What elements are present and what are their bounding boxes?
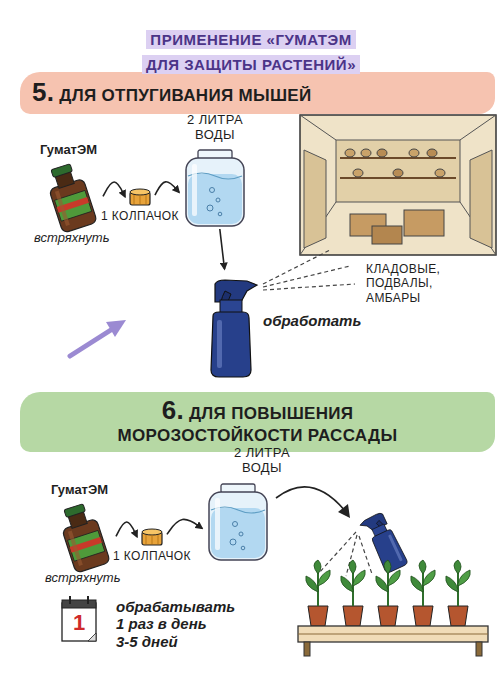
spray-lines [263,250,355,290]
item-label: обработать [263,312,373,329]
cellar-picture [300,115,496,255]
arrow-head [338,504,350,518]
spray-lines [318,532,372,576]
place-label: КЛАДОВЫЕ, ПОДВАЛЫ, АМБАРЫ [366,262,476,305]
cap-item: 1 КОЛПАЧОК [140,528,164,546]
item-label: обрабатывать 1 раз в день 3-5 дней [116,598,220,650]
jar-picture [209,484,267,560]
flow-arrow [116,522,137,537]
pointer-arrow [70,320,126,356]
item-label: 1 КОЛПАЧОК [112,550,192,564]
flow-arrow [103,182,125,197]
item-label: 2 ЛИТРА ВОДЫ [180,113,250,143]
cap-picture [142,529,162,545]
item-label: ГуматЭМ [51,483,141,498]
cap-item: 1 КОЛПАЧОК [128,188,152,206]
item-label: 1 КОЛПАЧОК [100,210,180,224]
bottle-picture [43,161,97,233]
cap-picture [130,189,150,205]
jar-item: 2 ЛИТРА ВОДЫ [182,150,248,226]
item-label: 2 ЛИТРА ВОДЫ [227,446,297,476]
jar-item: 2 ЛИТРА ВОДЫ [205,484,271,560]
title-block: ПРИМЕНЕНИЕ «ГУМАТЭМ ДЛЯ ЗАЩИТЫ РАСТЕНИЙ» [140,28,362,78]
seedling-tray [298,560,488,656]
item-label: ГуматЭМ [40,143,130,158]
calendar-picture [62,596,96,641]
flow-arrow [276,487,346,512]
calendar-day: 1 [62,610,96,635]
diagram-title: ПРИМЕНЕНИЕ «ГУМАТЭМ ДЛЯ ЗАЩИТЫ РАСТЕНИЙ» [142,30,360,74]
sprayer-item: обработать [205,272,257,377]
bottle-item: ГуматЭМвстряхнуть [55,505,113,567]
section-band: 5. ДЛЯ ОТПУГИВАНИЯ МЫШЕЙ [20,72,495,114]
item-label: встряхнуть [34,231,134,246]
bottle-item: ГуматЭМвстряхнуть [42,165,100,227]
flow-arrow [167,519,202,534]
section-band: 6. ДЛЯ ПОВЫШЕНИЯ МОРОЗОСТОЙКОСТИ РАССАДЫ [20,392,495,452]
item-label: встряхнуть [45,571,145,586]
section-heading: 6. ДЛЯ ПОВЫШЕНИЯ МОРОЗОСТОЙКОСТИ РАССАДЫ [68,396,448,445]
sprayer-picture [359,511,409,575]
flow-arrow [220,229,225,269]
sprayer-picture [211,280,257,377]
bottle-picture [56,501,110,573]
calendar-item: 1обрабатывать 1 раз в день 3-5 дней [62,600,96,641]
section-heading: 5. ДЛЯ ОТПУГИВАНИЯ МЫШЕЙ [32,78,483,108]
flow-arrow [155,182,179,195]
jar-picture [186,150,244,226]
